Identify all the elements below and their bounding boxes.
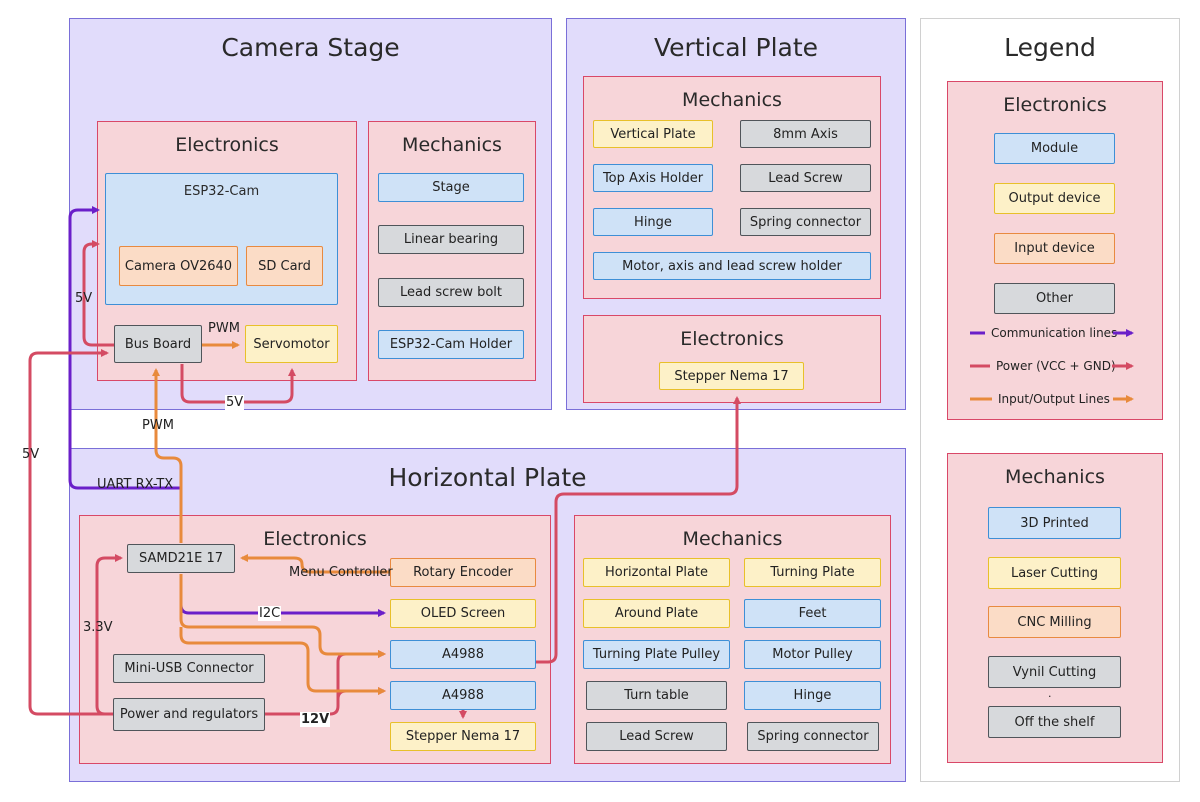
- camera-mechanics-title: Mechanics: [402, 134, 502, 156]
- power-to-busboard-5v: [28, 349, 113, 716]
- feet-part: Feet: [744, 599, 881, 628]
- wire-label-uart: UART RX-TX: [97, 477, 174, 492]
- rotary-to-samd: [240, 554, 390, 574]
- legend-dot: .: [1048, 687, 1052, 700]
- busboard-to-esp-5v: [82, 240, 114, 347]
- vertical-plate-part: Vertical Plate: [593, 120, 713, 148]
- wire-label-i2c: I2C: [258, 606, 282, 621]
- turning-plate-part: Turning Plate: [744, 558, 881, 587]
- legend-mechanics-title: Mechanics: [1005, 466, 1105, 488]
- power-to-samd-3v3: [95, 554, 123, 716]
- io-wires: [152, 341, 390, 695]
- horizontal-electronics-title: Electronics: [263, 528, 367, 550]
- lead-screw-bolt-part: Lead screw bolt: [378, 278, 524, 307]
- communication-wires: [68, 206, 386, 617]
- samd-pwm-busboard: [152, 368, 183, 543]
- power-regulators-box: Power and regulators: [113, 698, 265, 731]
- wire-label-pwm-servo: PWM: [208, 321, 240, 336]
- horizontal-lead-screw-part: Lead Screw: [586, 722, 727, 751]
- legend-power-label: Power (VCC + GND): [996, 359, 1116, 373]
- power-12v-to-driver2: [265, 687, 386, 716]
- legend-other-swatch: Other: [994, 283, 1115, 314]
- esp32-cam-label: ESP32-Cam: [183, 184, 260, 199]
- wire-label-menu-controller: Menu Controller: [289, 565, 393, 580]
- motor-pulley-part: Motor Pulley: [744, 640, 881, 669]
- top-axis-holder-part: Top Axis Holder: [593, 164, 713, 192]
- samd-to-driver2: [179, 627, 386, 695]
- hinge-part: Hinge: [593, 208, 713, 236]
- legend-module-swatch: Module: [994, 133, 1115, 164]
- driver1-to-vertical-stepper: [536, 396, 741, 664]
- legend-title: Legend: [1004, 33, 1096, 62]
- axis-8mm-part: 8mm Axis: [740, 120, 871, 148]
- turn-table-part: Turn table: [586, 681, 727, 710]
- spring-connector-part: Spring connector: [740, 208, 871, 236]
- horizontal-plate-title: Horizontal Plate: [388, 463, 587, 492]
- wire-label-5v-bottom: 5V: [225, 395, 245, 410]
- camera-electronics-title: Electronics: [175, 134, 279, 156]
- camera-ov2640-box: Camera OV2640: [119, 246, 238, 286]
- legend-3d-printed-swatch: 3D Printed: [988, 507, 1121, 539]
- around-plate-part: Around Plate: [583, 599, 730, 628]
- horizontal-plate-part: Horizontal Plate: [583, 558, 730, 587]
- legend-io-label: Input/Output Lines: [998, 392, 1110, 406]
- horizontal-spring-connector-part: Spring connector: [747, 722, 879, 751]
- horizontal-stepper-box: Stepper Nema 17: [390, 722, 536, 751]
- rotary-encoder-box: Rotary Encoder: [390, 558, 536, 587]
- horizontal-hinge-part: Hinge: [744, 681, 881, 710]
- bus-board-box: Bus Board: [114, 325, 202, 363]
- samd21-box: SAMD21E 17: [127, 544, 235, 573]
- wire-label-5v-left: 5V: [22, 447, 40, 462]
- legend-line-samples: [970, 329, 1134, 403]
- vertical-electronics-title: Electronics: [680, 328, 784, 350]
- camera-stage-title: Camera Stage: [221, 33, 400, 62]
- legend-vynil-cutting-swatch: Vynil Cutting: [988, 656, 1121, 688]
- legend-output-swatch: Output device: [994, 183, 1115, 214]
- oled-screen-box: OLED Screen: [390, 599, 536, 628]
- wire-label-12v: 12V: [300, 712, 331, 727]
- legend-off-the-shelf-swatch: Off the shelf: [988, 706, 1121, 738]
- lead-screw-part: Lead Screw: [740, 164, 871, 192]
- turning-plate-pulley-part: Turning Plate Pulley: [583, 640, 730, 669]
- a4988-driver-2-box: A4988: [390, 681, 536, 710]
- motor-axis-holder-part: Motor, axis and lead screw holder: [593, 252, 871, 280]
- legend-laser-cutting-swatch: Laser Cutting: [988, 557, 1121, 589]
- legend-electronics-title: Electronics: [1003, 94, 1107, 116]
- horizontal-mechanics-title: Mechanics: [682, 528, 783, 550]
- vertical-plate-title: Vertical Plate: [653, 33, 819, 62]
- legend-input-swatch: Input device: [994, 233, 1115, 264]
- esp32-cam-holder-part: ESP32-Cam Holder: [378, 330, 524, 359]
- sd-card-box: SD Card: [246, 246, 323, 286]
- samd-to-driver1: [179, 574, 386, 658]
- wire-label-5v-camera: 5V: [75, 291, 93, 306]
- a4988-driver-1-box: A4988: [390, 640, 536, 669]
- vertical-mechanics-title: Mechanics: [682, 89, 782, 111]
- linear-bearing-part: Linear bearing: [378, 225, 524, 254]
- legend-communication-label: Communication lines: [991, 326, 1118, 340]
- uart-wire: [68, 206, 183, 543]
- mini-usb-connector-box: Mini-USB Connector: [113, 654, 265, 683]
- wire-label-3v3: 3.3V: [83, 620, 113, 635]
- vertical-stepper-box: Stepper Nema 17: [659, 362, 804, 390]
- stage-part: Stage: [378, 173, 524, 202]
- power-12v-to-driver1: [336, 650, 386, 704]
- wire-label-pwm-vertical: PWM: [142, 418, 174, 433]
- legend-cnc-milling-swatch: CNC Milling: [988, 606, 1121, 638]
- servomotor-box: Servomotor: [245, 325, 338, 363]
